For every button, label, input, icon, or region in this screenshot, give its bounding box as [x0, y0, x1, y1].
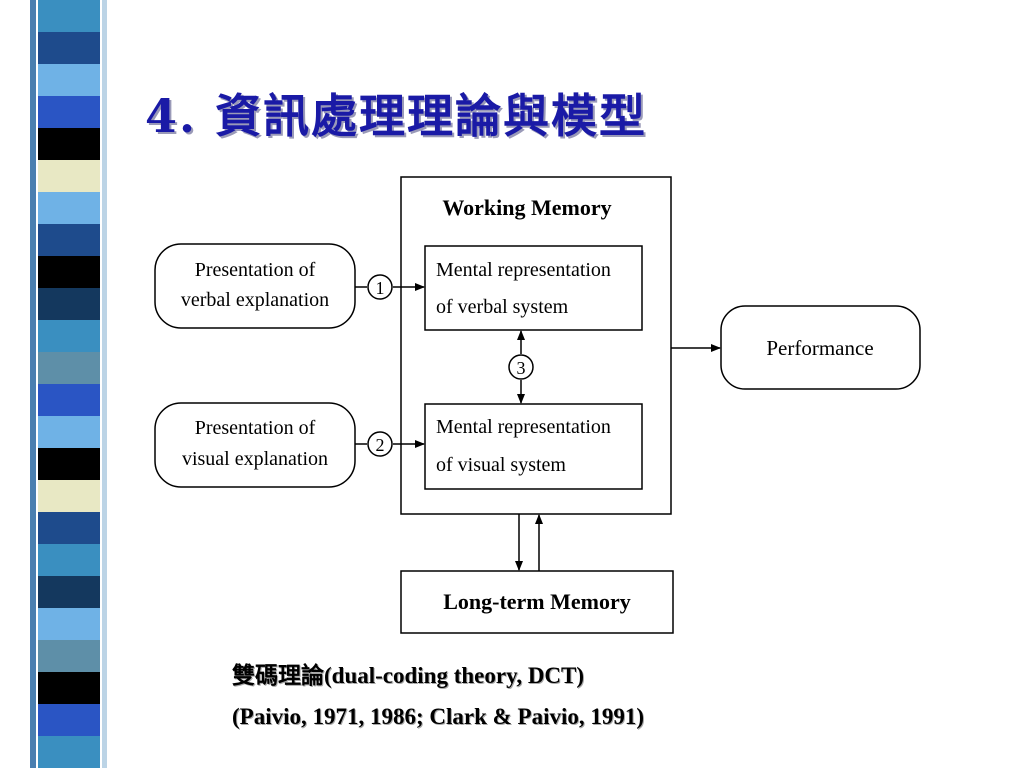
marker-3: 3 [508, 354, 534, 380]
marker-1: 1 [367, 274, 393, 300]
verbal-system-line2: of verbal system [436, 296, 569, 318]
visual-system-line2: of visual system [436, 454, 566, 476]
stripe-block [38, 736, 100, 768]
stripe-accent-line [30, 0, 36, 768]
long-term-memory-label: Long-term Memory [443, 589, 631, 614]
slide-title: 4. 資訊處理理論與模型 [145, 89, 648, 143]
stripe-block [38, 192, 100, 224]
stripe-block [38, 416, 100, 448]
working-memory-label: Working Memory [442, 195, 611, 220]
stripe-block [38, 480, 100, 512]
visual-system-line1: Mental representation [436, 416, 611, 438]
stripe-block [38, 576, 100, 608]
visual-input-line1: Presentation of [195, 417, 316, 439]
performance-box: Performance [720, 305, 921, 390]
verbal-system-box: Mental representation of verbal system [424, 245, 643, 331]
stripe-block [38, 224, 100, 256]
stripe-block [38, 320, 100, 352]
performance-label: Performance [766, 336, 873, 360]
marker-3-label: 3 [517, 358, 526, 378]
stripe-block [38, 256, 100, 288]
caption: 雙碼理論(dual-coding theory, DCT) (Paivio, 1… [232, 655, 644, 737]
stripe-block [38, 608, 100, 640]
stripe-block [38, 384, 100, 416]
stripe-block [38, 128, 100, 160]
visual-system-box: Mental representation of visual system [424, 403, 643, 490]
stripe-block [38, 640, 100, 672]
caption-line-1: 雙碼理論(dual-coding theory, DCT) [232, 663, 585, 688]
stripe-block [38, 352, 100, 384]
marker-1-label: 1 [376, 278, 385, 298]
stripe-block [38, 160, 100, 192]
verbal-input-line1: Presentation of [195, 259, 316, 281]
verbal-input-box: Presentation of verbal explanation [154, 243, 356, 329]
stripe-block [38, 32, 100, 64]
stripe-block [38, 0, 100, 32]
stripe-block [38, 672, 100, 704]
visual-input-line2: visual explanation [182, 448, 328, 470]
stripe-block [38, 64, 100, 96]
stripe-block [38, 512, 100, 544]
decorative-stripe-bar [0, 0, 118, 768]
verbal-input-line2: verbal explanation [181, 289, 329, 311]
stripe-accent-line [102, 0, 107, 768]
verbal-system-line1: Mental representation [436, 259, 611, 281]
caption-line-2: (Paivio, 1971, 1986; Clark & Paivio, 199… [232, 704, 645, 729]
marker-2-label: 2 [376, 435, 385, 455]
marker-2: 2 [367, 431, 393, 457]
stripe-block [38, 544, 100, 576]
stripe-block [38, 704, 100, 736]
stripe-block [38, 448, 100, 480]
visual-input-box: Presentation of visual explanation [154, 402, 356, 488]
long-term-memory-box: Long-term Memory [400, 570, 674, 634]
stripe-block [38, 288, 100, 320]
stripe-block [38, 96, 100, 128]
